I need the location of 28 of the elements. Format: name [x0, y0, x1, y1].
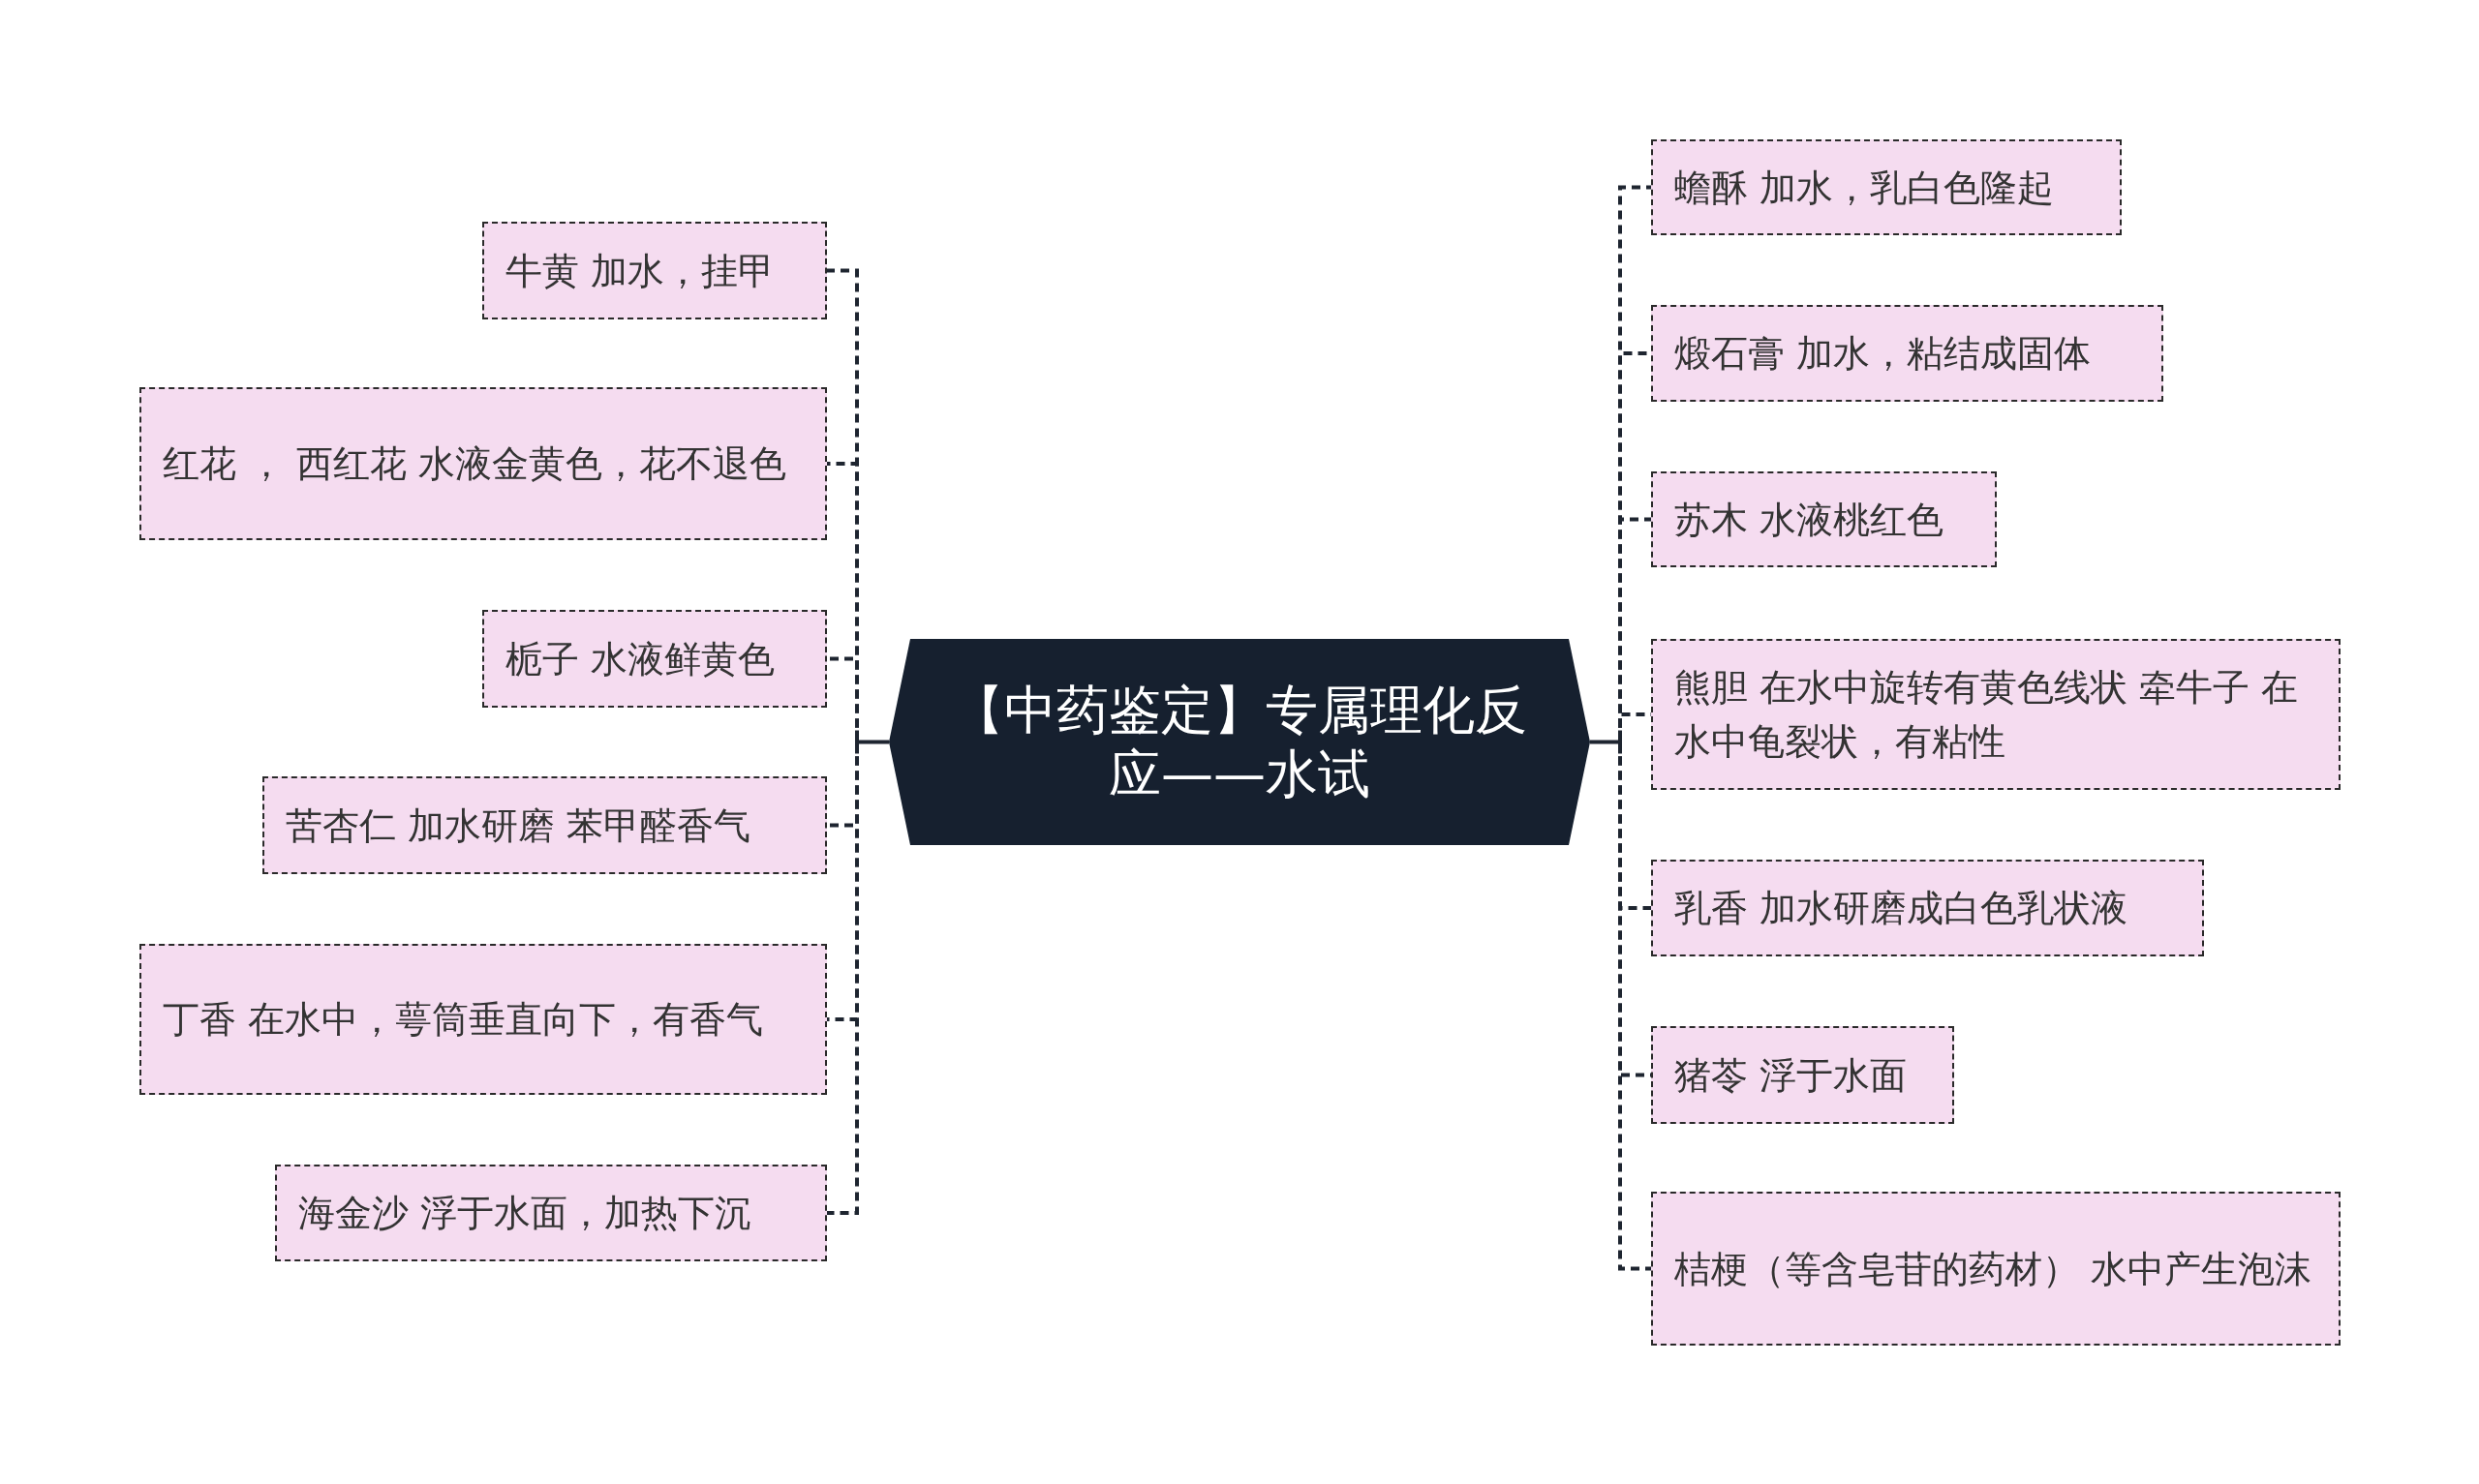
topic-text: 苦杏仁 加水研磨 苯甲醛香气: [286, 803, 751, 849]
topic-box: [1651, 139, 2122, 235]
topic-text: 牛黄 加水，挂甲: [505, 248, 776, 294]
topic-text: 海金沙 浮于水面，加热下沉: [298, 1191, 752, 1236]
topic-box: [482, 610, 827, 708]
topic-text: 栀子 水液鲜黄色: [505, 636, 776, 682]
topic-text: 红花 ， 西红花 水液金黄色，花不退色: [163, 441, 787, 487]
topic-text: 乳香 加水研磨成白色乳状液: [1674, 886, 2128, 931]
topic-box: [1651, 1026, 1954, 1124]
topic-box: [262, 776, 827, 874]
topic-box: [1651, 639, 2341, 790]
topic-box: [275, 1165, 827, 1261]
topic-text: 猪苓 浮于水面: [1674, 1052, 1908, 1099]
topic-box: [139, 944, 827, 1095]
topic-box: [1651, 305, 2163, 402]
topic-text: 【中药鉴定】专属理化反应——水试: [951, 678, 1528, 806]
topic-box: [139, 387, 827, 540]
topic-text: 煅石膏 加水，粘结成固体: [1674, 331, 2092, 377]
topic-box: [482, 222, 827, 319]
topic-box: [1651, 860, 2204, 956]
topic-text: 桔梗（等含皂苷的药材） 水中产生泡沫: [1674, 1246, 2312, 1292]
topic-text: 丁香 在水中，萼筒垂直向下，有香气: [163, 997, 764, 1043]
topic-text: 熊胆 在水中旋转有黄色线状 牵牛子 在水中龟裂状，有粘性: [1674, 665, 2300, 765]
topic-box: [1651, 471, 1997, 567]
topic-text: 苏木 水液桃红色: [1674, 497, 1944, 543]
central-topic: [889, 639, 1590, 845]
topic-text: 蟾酥 加水，乳白色隆起: [1674, 165, 2055, 211]
topic-box: [1651, 1192, 2341, 1346]
